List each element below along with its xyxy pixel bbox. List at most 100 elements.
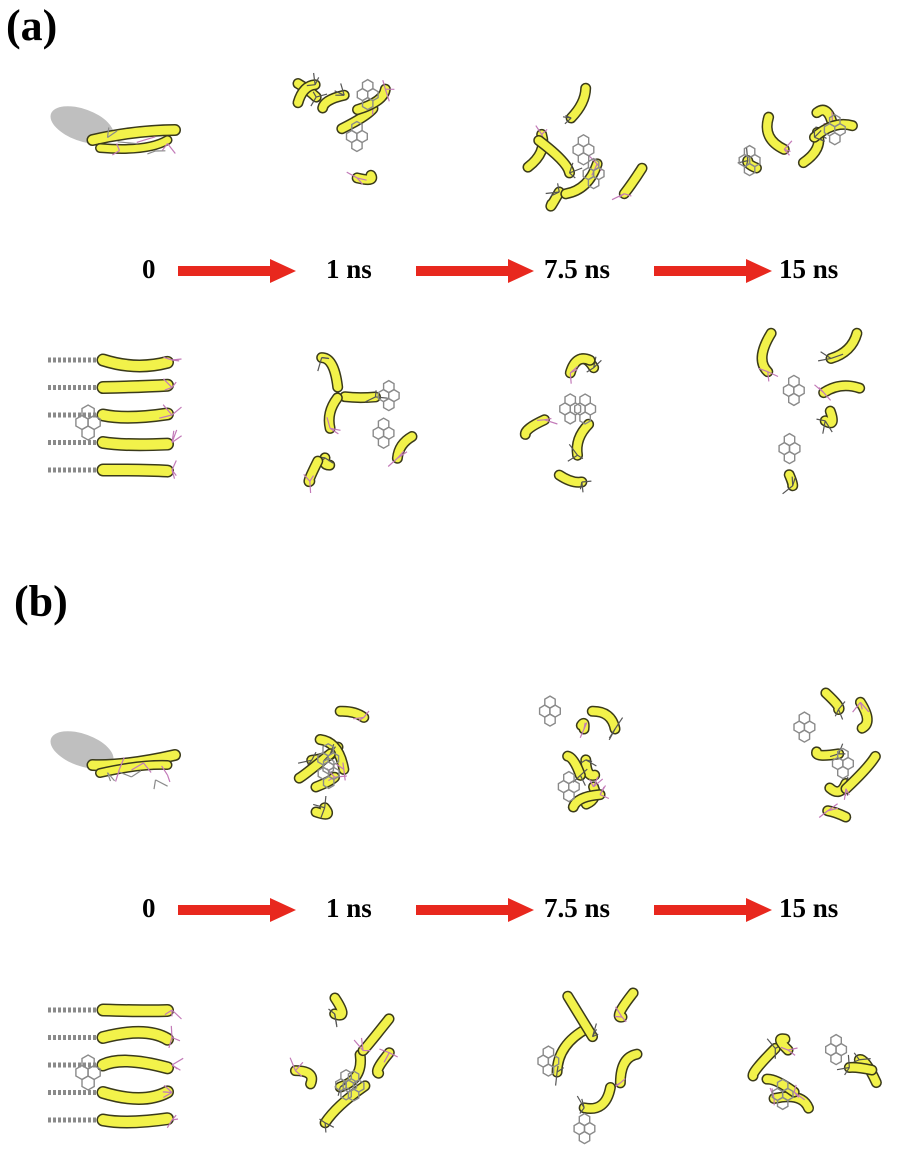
snapshot-b-top-1 [293, 705, 370, 820]
side-chain [818, 387, 825, 394]
side-chain [321, 357, 328, 359]
panel-label-a: (a) [6, 1, 58, 50]
pyrene-ring [572, 133, 595, 166]
pyrene-ring [831, 747, 855, 780]
ribbon [588, 707, 620, 733]
ribbon [88, 125, 180, 145]
ribbon [98, 1086, 173, 1104]
side-chain [836, 1066, 850, 1071]
ribbon [98, 1113, 173, 1128]
side-chain [823, 392, 832, 401]
side-chain [845, 788, 850, 796]
ribbon [321, 1081, 369, 1127]
side-chain [164, 386, 173, 391]
side-chain [537, 419, 545, 421]
side-chain [166, 774, 171, 783]
side-chain [389, 1052, 398, 1058]
side-chain [783, 148, 790, 156]
snapshot-b-top-2 [538, 695, 624, 813]
side-chain [312, 91, 317, 98]
side-chain [143, 762, 152, 773]
right-arrow-icon [654, 259, 772, 283]
ribbon [553, 1024, 592, 1077]
ribbon [856, 698, 872, 733]
side-chain [783, 148, 791, 152]
ribbon [393, 432, 416, 463]
snapshot-b-side-1 [289, 992, 398, 1133]
snapshot-a-side-2 [519, 353, 602, 493]
pyrene-ring [372, 417, 395, 450]
ribbon [325, 393, 342, 433]
time-label-b-2: 7.5 ns [544, 893, 611, 923]
side-chain [313, 803, 325, 809]
ribbon [340, 392, 380, 402]
side-chain [624, 193, 632, 197]
side-chain [324, 457, 334, 464]
side-chain [859, 1058, 871, 1061]
snapshot-b-side-2 [537, 987, 643, 1145]
pyrene-ring [573, 1112, 596, 1145]
ribbon [330, 994, 347, 1020]
pyrene-ring [377, 379, 400, 412]
pyrene-ring [557, 770, 580, 803]
pyrene-ring [537, 1045, 560, 1077]
side-chain [375, 396, 388, 399]
side-chain [324, 1122, 335, 1128]
side-chain [106, 127, 110, 138]
pyrene-ring [782, 374, 805, 407]
side-chain [353, 716, 364, 720]
side-chain [171, 358, 182, 361]
side-chain [544, 417, 552, 421]
side-chain [310, 96, 317, 107]
side-chain [576, 1095, 585, 1109]
side-chain [107, 772, 116, 782]
side-chain [614, 717, 624, 730]
side-chain [143, 136, 156, 141]
side-chain [360, 1037, 364, 1051]
side-chain [153, 779, 157, 790]
pyrene-ring [559, 393, 582, 425]
side-chain [611, 193, 625, 201]
side-chain [171, 406, 182, 416]
side-chain [168, 1037, 173, 1049]
side-chain [294, 1061, 304, 1072]
side-chain [309, 475, 315, 482]
side-chain [337, 1086, 341, 1096]
side-chain [844, 1067, 850, 1076]
side-chain [171, 1036, 181, 1042]
side-chain [766, 1038, 776, 1049]
ribbon [359, 1014, 394, 1055]
side-chain [167, 143, 176, 154]
ribbon [812, 747, 843, 760]
side-chain [334, 1013, 338, 1026]
side-chain [147, 150, 156, 155]
side-chain [569, 372, 572, 384]
side-chain [859, 702, 863, 710]
snapshot-a-side-3 [756, 327, 866, 495]
side-chain [745, 147, 749, 161]
snapshot-a-side-0 [48, 353, 182, 479]
side-chain [340, 83, 345, 96]
side-chain [131, 142, 138, 145]
side-chain [119, 771, 132, 778]
snapshot-b-side-3 [747, 1033, 882, 1114]
side-chain [780, 1046, 789, 1051]
side-chain [364, 396, 376, 403]
ribbon [776, 1034, 792, 1055]
side-chain [621, 1016, 627, 1023]
side-chain [585, 759, 597, 767]
side-chain [758, 367, 768, 373]
side-chain [592, 776, 599, 788]
side-chain [787, 1049, 796, 1056]
pyrene-ring [738, 144, 761, 177]
side-chain [592, 1029, 598, 1037]
side-chain [782, 485, 794, 495]
side-chain [581, 481, 584, 493]
side-chain [166, 1119, 173, 1129]
ribbon [521, 415, 549, 439]
side-chain [161, 765, 169, 776]
side-chain [847, 1054, 850, 1068]
side-chain [396, 450, 405, 459]
side-chain [353, 1039, 364, 1051]
side-chain [316, 93, 328, 98]
